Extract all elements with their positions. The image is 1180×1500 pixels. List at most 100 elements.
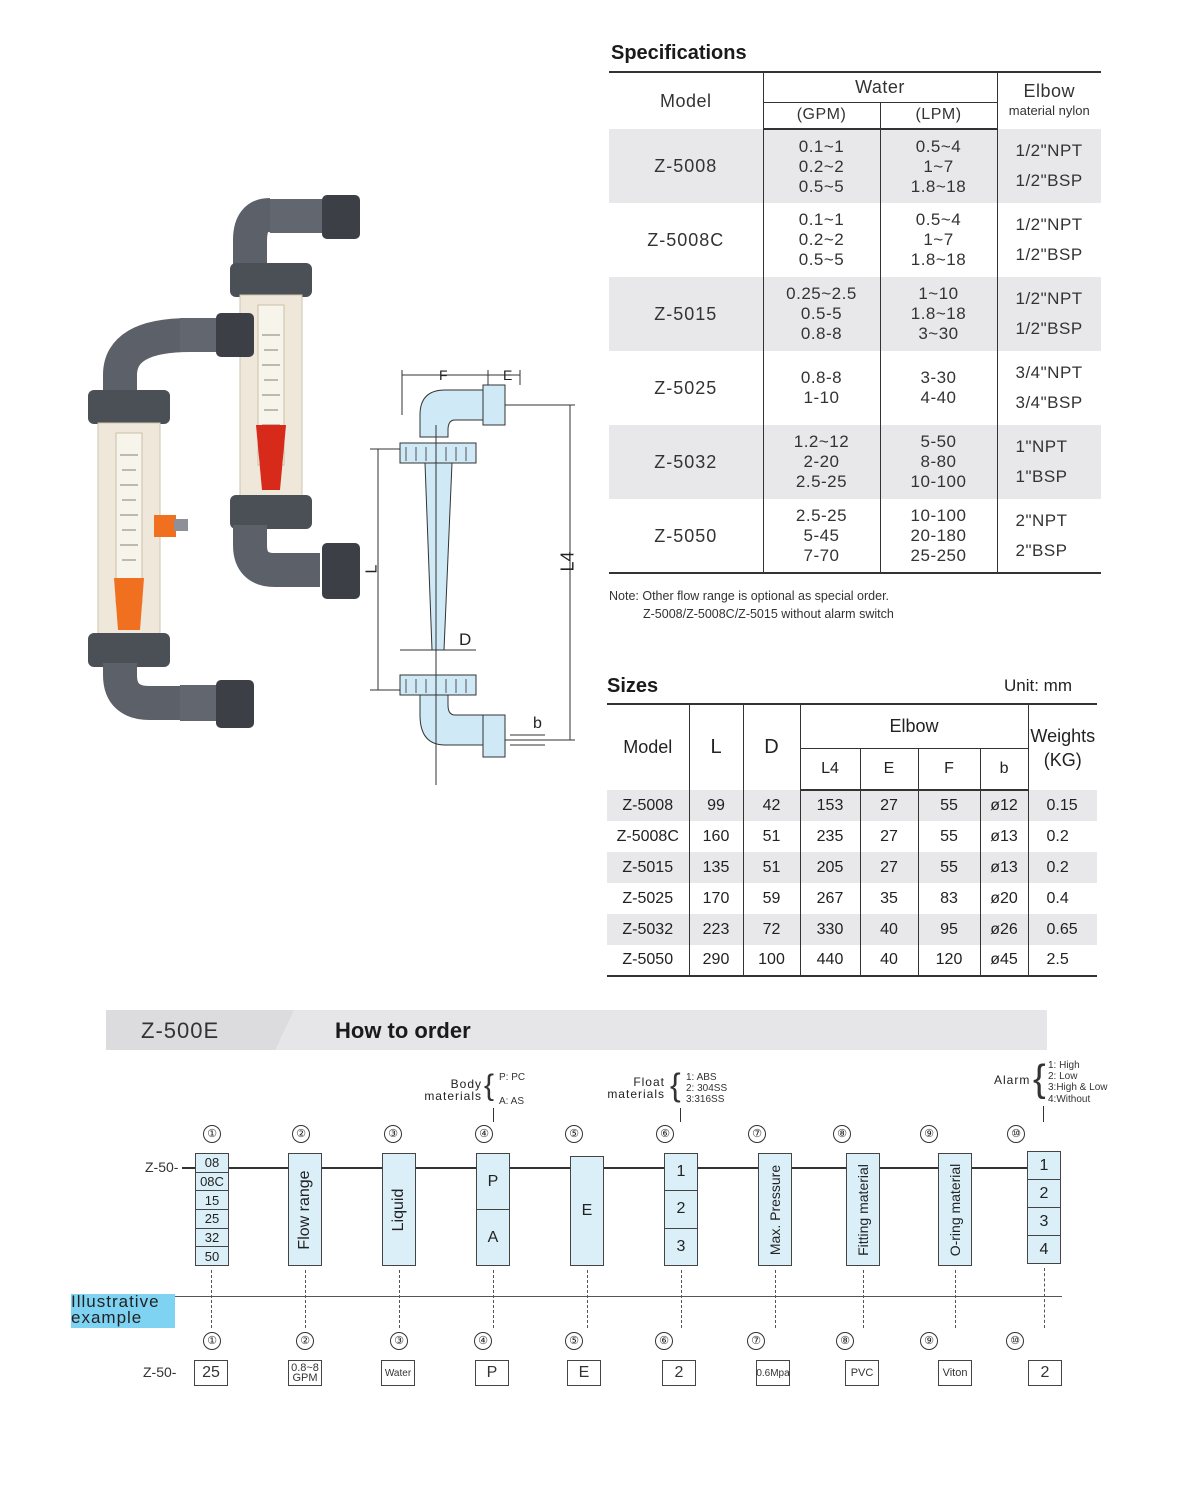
- size-cell-b: ø13: [979, 821, 1029, 852]
- code-box-body-material: P A: [476, 1153, 510, 1266]
- spec-lpm-value: 1.8~18: [910, 304, 967, 323]
- size-header-weights-title: Weights: [1030, 725, 1096, 746]
- example-number-9: ⑨: [920, 1332, 938, 1350]
- body-materials-label-1: Body: [450, 1077, 482, 1091]
- size-cell-w: 0.4: [1027, 883, 1098, 914]
- spec-cell-model: Z-5025: [654, 378, 718, 398]
- dim-label-l4: L4: [557, 551, 578, 572]
- size-header-d: D: [742, 703, 800, 790]
- spec-gpm-value: 7-70: [803, 545, 840, 565]
- example-value-8: PVC: [845, 1360, 879, 1386]
- spec-elbow-value: 2"NPT: [1015, 510, 1068, 530]
- model-option-08c: 08C: [196, 1173, 228, 1192]
- order-title: How to order: [335, 1018, 471, 1043]
- example-number-6: ⑥: [655, 1332, 673, 1350]
- dim-label-b: b: [533, 715, 542, 732]
- size-cell-l4: 235: [799, 821, 860, 852]
- float-option-2-code: 2: [665, 1191, 697, 1229]
- size-header-elbow: Elbow: [799, 703, 1029, 749]
- size-cell-d: 42: [742, 790, 800, 821]
- alarm-option-1-code: 1: [1028, 1152, 1060, 1180]
- spec-elbow-value: 1/2"NPT: [1015, 141, 1083, 160]
- float-brace: {: [670, 1067, 681, 1103]
- field-number-7: ⑦: [748, 1125, 766, 1143]
- oring-material-label: O-ring material: [947, 1163, 963, 1256]
- model-option-15: 15: [196, 1191, 228, 1211]
- spec-header-water: Water: [762, 71, 997, 103]
- spec-gpm-value: 0.5~5: [798, 176, 845, 196]
- size-cell-e: 40: [859, 914, 918, 945]
- model-option-50: 50: [204, 1248, 220, 1264]
- size-cell-l: 170: [688, 883, 743, 914]
- field-number-2: ②: [292, 1125, 310, 1143]
- spec-elbow-value: 2"BSP: [1015, 540, 1068, 560]
- alarm-option-4: 4:Without: [1048, 1094, 1091, 1105]
- illustrative-label: Illustrative example: [71, 1292, 175, 1328]
- code-box-alarm: 1 2 3 4: [1027, 1151, 1061, 1264]
- spec-elbow-value: 1/2"BSP: [1015, 245, 1083, 264]
- field-number-3: ③: [384, 1125, 402, 1143]
- size-cell-model: Z-5008C: [616, 827, 679, 845]
- example-number-4: ④: [474, 1332, 492, 1350]
- spec-lpm-value: 10-100: [910, 505, 967, 525]
- example-number-1: ①: [203, 1332, 221, 1350]
- size-cell-l: 160: [688, 821, 743, 852]
- connector-alarm: [1043, 1106, 1044, 1122]
- float-option-2: 2: 304SS: [686, 1083, 728, 1094]
- size-header-b: b: [979, 748, 1029, 791]
- spec-gpm-value: 5-45: [803, 525, 840, 545]
- example-value-5: E: [567, 1360, 601, 1386]
- spec-elbow-value: 1/2"NPT: [1015, 289, 1083, 308]
- alarm-option-3-code: 3: [1028, 1208, 1060, 1236]
- spec-lpm-value: 1~7: [923, 230, 954, 249]
- alarm-option-3: 3:High & Low: [1048, 1082, 1108, 1093]
- illustrative-divider: [72, 1296, 1062, 1297]
- size-cell-l4: 440: [799, 945, 860, 977]
- size-header-l4: L4: [799, 748, 860, 791]
- spec-cell-model: Z-5015: [654, 304, 718, 324]
- spec-cell-elbow: 2"NPT 2"BSP: [996, 499, 1101, 574]
- illustrative-label-1: Illustrative: [71, 1292, 160, 1311]
- body-materials-label-2: materials: [424, 1089, 482, 1103]
- spec-note-line1: Note: Other flow range is optional as sp…: [609, 589, 890, 603]
- dimension-drawing: F E L L4 D b: [363, 365, 590, 790]
- alarm-option-4-code: 4: [1039, 1240, 1049, 1258]
- dim-label-f: F: [439, 367, 448, 383]
- float-option-1: 1: ABS: [686, 1072, 717, 1083]
- field-number-6: ⑥: [656, 1125, 674, 1143]
- dim-label-l: L: [363, 564, 381, 574]
- drawing-lines: [370, 370, 575, 785]
- size-cell-l4: 205: [799, 852, 860, 883]
- size-cell-d: 51: [742, 852, 800, 883]
- spec-header-elbow-title: Elbow: [1023, 81, 1076, 101]
- spec-gpm-value: 0.8-8: [800, 368, 843, 387]
- size-cell-b: ø45: [979, 945, 1029, 977]
- spec-lpm-value: 4-40: [920, 388, 957, 407]
- sizes-table: Model L D Elbow Weights (KG) L4 E F b Z-…: [607, 703, 1098, 977]
- guide-3: [399, 1270, 400, 1328]
- size-header-f: F: [917, 748, 980, 791]
- flow-range-label: Flow range: [296, 1169, 313, 1250]
- example-number-10: ⑩: [1006, 1332, 1024, 1350]
- size-cell-f: 55: [917, 790, 980, 821]
- size-cell-b: ø26: [979, 914, 1029, 945]
- code-box-oring-material: O-ring material: [938, 1153, 972, 1266]
- connector-body: [493, 1108, 494, 1122]
- dim-label-d: D: [459, 630, 472, 649]
- size-cell-l4: 330: [799, 914, 860, 945]
- spec-lpm-value: 1.8~18: [910, 250, 967, 269]
- float-option-1-code: 1: [665, 1154, 697, 1192]
- guide-8: [863, 1270, 864, 1328]
- spec-elbow-value: 3/4"BSP: [1015, 393, 1083, 412]
- spec-gpm-value: 0.2~2: [798, 156, 845, 176]
- size-cell-l: 223: [688, 914, 743, 945]
- field-number-4: ④: [475, 1125, 493, 1143]
- spec-elbow-value: 1/2"BSP: [1015, 319, 1083, 338]
